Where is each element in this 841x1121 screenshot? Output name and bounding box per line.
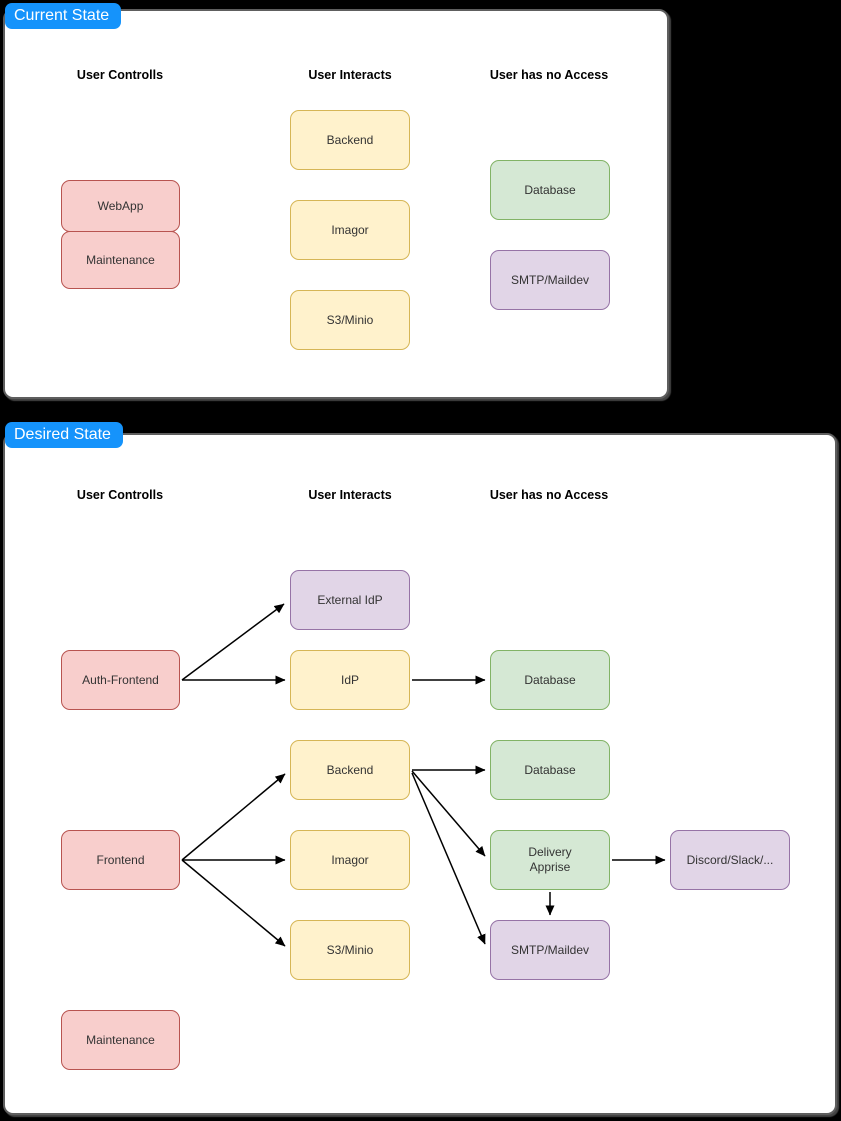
node-desired-frontend: Frontend	[61, 830, 180, 890]
node-desired-idp: IdP	[290, 650, 410, 710]
desired-state-tab: Desired State	[5, 422, 123, 448]
node-current-smtp-maildev: SMTP/Maildev	[490, 250, 610, 310]
node-current-imagor: Imagor	[290, 200, 410, 260]
current-column-header-user-no-access: User has no Access	[489, 68, 609, 82]
current-column-header-user-controlls: User Controlls	[76, 68, 164, 82]
node-current-s3-minio: S3/Minio	[290, 290, 410, 350]
desired-column-header-user-controlls: User Controlls	[76, 488, 164, 502]
node-desired-discord-slack: Discord/Slack/...	[670, 830, 790, 890]
node-desired-s3-minio: S3/Minio	[290, 920, 410, 980]
node-desired-delivery-apprise: Delivery Apprise	[490, 830, 610, 890]
node-current-database: Database	[490, 160, 610, 220]
node-desired-auth-frontend: Auth-Frontend	[61, 650, 180, 710]
node-desired-database-backend: Database	[490, 740, 610, 800]
node-desired-external-idp: External IdP	[290, 570, 410, 630]
node-desired-database-idp: Database	[490, 650, 610, 710]
node-current-maintenance: Maintenance	[61, 231, 180, 289]
node-desired-smtp-maildev: SMTP/Maildev	[490, 920, 610, 980]
node-current-backend: Backend	[290, 110, 410, 170]
node-current-webapp: WebApp	[61, 180, 180, 232]
node-desired-backend: Backend	[290, 740, 410, 800]
node-desired-imagor: Imagor	[290, 830, 410, 890]
node-desired-maintenance: Maintenance	[61, 1010, 180, 1070]
desired-column-header-user-no-access: User has no Access	[489, 488, 609, 502]
desired-column-header-user-interacts: User Interacts	[308, 488, 392, 502]
current-state-tab: Current State	[5, 3, 122, 29]
current-column-header-user-interacts: User Interacts	[308, 68, 392, 82]
